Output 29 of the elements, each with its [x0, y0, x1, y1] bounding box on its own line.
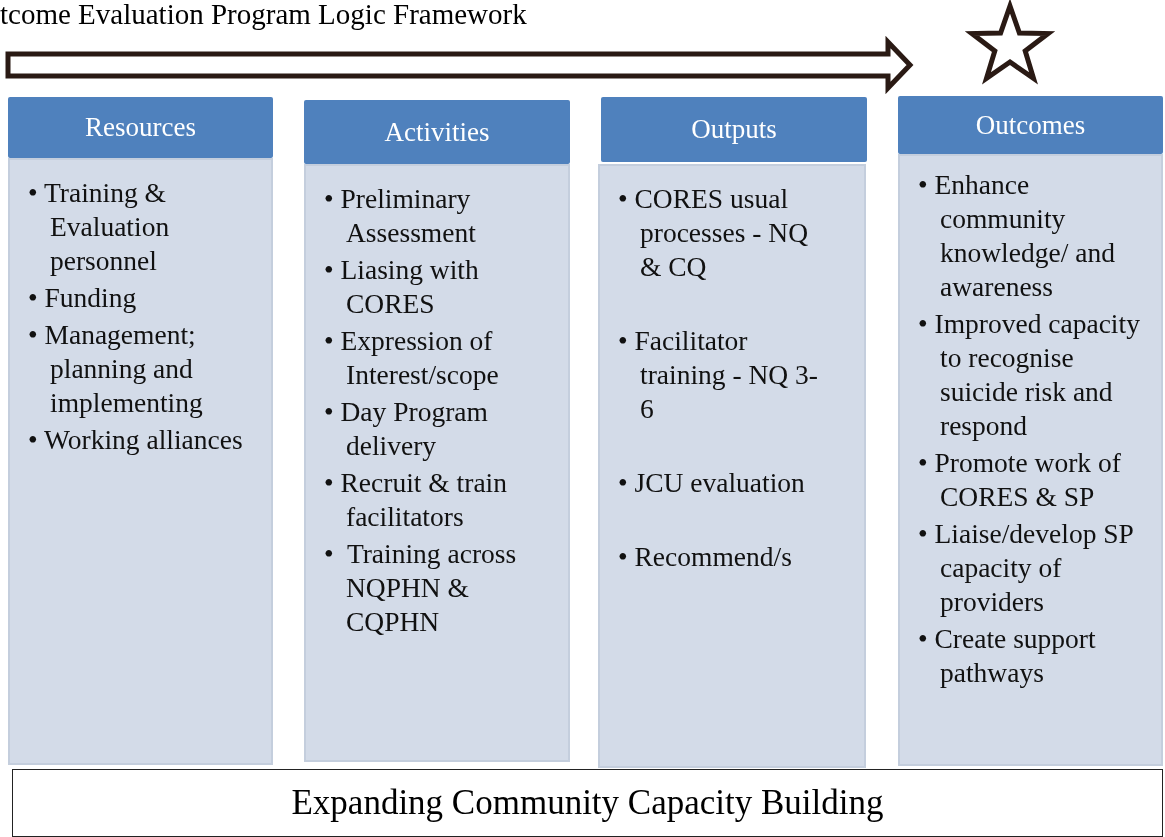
column-header: Outcomes	[898, 96, 1163, 154]
bullet-item: • Liasing with CORES	[323, 253, 480, 321]
bullet-item: • Recommend/s	[617, 540, 793, 574]
bullet-item: • Training across NQPHN & CQPHN	[323, 537, 518, 639]
column-header: Activities	[304, 100, 570, 164]
footer-banner: Expanding Community Capacity Building	[12, 769, 1163, 837]
bullet-item: • Day Program delivery	[323, 395, 489, 463]
column-header: Resources	[8, 97, 273, 158]
bullet-item: • Management; planning and implementing	[27, 318, 204, 420]
bullet-item: • Improved capacity to recognise suicide risk and respond	[917, 307, 1140, 443]
column-body	[304, 164, 570, 762]
bullet-item: • Create support pathways	[917, 622, 1097, 690]
bullet-item: • Training & Evaluation personnel	[27, 176, 171, 278]
bullet-item: • Recruit & train facilitators	[323, 466, 508, 534]
bullet-item: • Enhance community knowledge/ and awareness	[917, 168, 1116, 304]
bullet-item: • Funding	[27, 281, 138, 315]
column-header: Outputs	[601, 97, 867, 162]
column-body	[8, 158, 273, 765]
bullet-item: • Expression of Interest/scope	[323, 324, 500, 392]
column-body	[898, 154, 1163, 766]
bullet-item: • Working alliances	[27, 423, 244, 457]
diagram-title: tcome Evaluation Program Logic Framework	[0, 0, 527, 31]
column-body	[598, 164, 866, 768]
bullet-item: • JCU evaluation	[617, 466, 806, 500]
bullet-item: • Liaise/develop SP capacity of providers	[917, 517, 1134, 619]
bullet-item: • CORES usual processes - NQ & CQ	[617, 182, 809, 284]
bullet-item: • Preliminary Assessment	[323, 182, 477, 250]
bullet-item: • Facilitator training - NQ 3-6	[617, 324, 819, 426]
bullet-item: • Promote work of CORES & SP	[917, 446, 1122, 514]
